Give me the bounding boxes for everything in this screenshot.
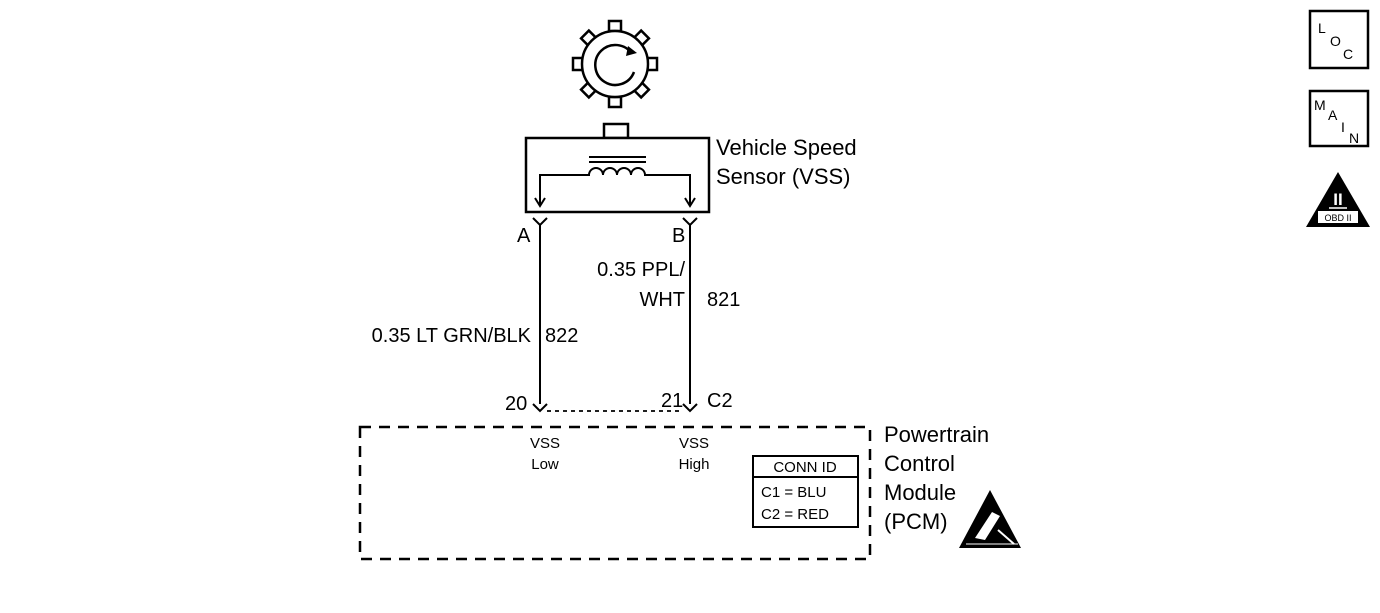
- obd-ii-button[interactable]: II OBD II: [1306, 172, 1370, 227]
- sensor-name-line2: Sensor (VSS): [716, 164, 851, 189]
- wire-a-circuit-number: 822: [545, 325, 578, 347]
- sensor-coil-icon: [534, 156, 696, 208]
- vss-high-line2: High: [679, 456, 710, 473]
- loc-button[interactable]: L O C: [1308, 9, 1370, 70]
- conn-id-row2: C2 = RED: [761, 506, 829, 523]
- main-button-letter-2: A: [1328, 107, 1338, 123]
- wire-b-gauge-color-line1: 0.35 PPL/: [597, 259, 685, 281]
- rotating-reluctor-wheel-icon: [571, 19, 659, 109]
- conn-id-table: CONN ID C1 = BLU C2 = RED: [752, 455, 859, 528]
- pcm-connector-label: C2: [707, 390, 733, 412]
- sensor-pin-b-label: B: [672, 225, 685, 247]
- pcm-pin-20-connector: [532, 403, 548, 413]
- pcm-pin-21-connector: [682, 403, 698, 413]
- pcm-module-outline: [358, 425, 872, 561]
- esd-sensitive-warning-icon: [959, 490, 1021, 548]
- main-button[interactable]: M A I N: [1308, 89, 1370, 148]
- sensor-pin-a-connector: [532, 217, 548, 227]
- vss-low-line1: VSS: [530, 435, 560, 452]
- vss-low-line2: Low: [531, 456, 559, 473]
- conn-id-row1: C1 = BLU: [761, 484, 826, 501]
- main-button-letter-3: I: [1341, 119, 1345, 135]
- sensor-pickup-stub: [602, 122, 630, 140]
- vss-high-line1: VSS: [679, 435, 709, 452]
- main-button-letter-1: M: [1314, 97, 1326, 113]
- wire-b-circuit-number: 821: [707, 289, 740, 311]
- pcm-pin-20-label: 20: [505, 393, 527, 415]
- pcm-name-line2: Control: [884, 451, 955, 476]
- obd-ii-label: OBD II: [1324, 213, 1351, 223]
- sensor-name-line1: Vehicle Speed: [716, 135, 857, 160]
- wire-a-gauge-color: 0.35 LT GRN/BLK: [372, 325, 532, 347]
- loc-button-letter-2: O: [1330, 33, 1341, 49]
- main-button-letter-4: N: [1349, 130, 1359, 146]
- obd-ii-symbol: II: [1333, 190, 1342, 209]
- sensor-pin-b-connector: [682, 217, 698, 227]
- pcm-name-line3: Module: [884, 480, 956, 505]
- conn-id-title: CONN ID: [773, 459, 837, 476]
- wire-b-gauge-color-line2: WHT: [639, 289, 685, 311]
- pcm-name-line1: Powertrain: [884, 422, 989, 447]
- loc-button-letter-3: C: [1343, 46, 1353, 62]
- loc-button-letter-1: L: [1318, 20, 1326, 36]
- pcm-name-line4: (PCM): [884, 509, 948, 534]
- pcm-pin-21-label: 21: [661, 390, 683, 412]
- sensor-pin-a-label: A: [517, 225, 531, 247]
